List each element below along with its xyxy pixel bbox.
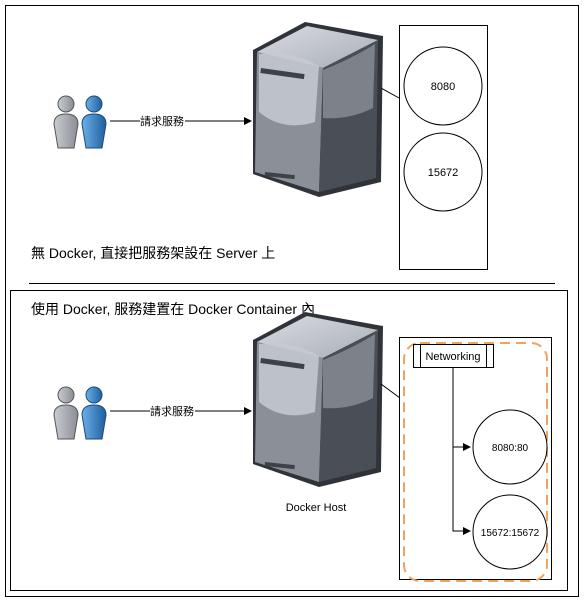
routing-arrow (452, 447, 471, 535)
port-circle (403, 132, 483, 212)
server-icon (253, 22, 383, 197)
users-icon (53, 95, 107, 149)
bottom-section: 使用 Docker, 服務建置在 Docker Container 內 請求服務… (31, 301, 552, 582)
port-circle (403, 46, 483, 126)
top-section: 請求服務 8080 15672 無 Docker, 直接把服務架設在 Serve… (31, 22, 488, 270)
docker-host-server-icon (253, 312, 383, 487)
port-mapping-label: 15672:15672 (481, 528, 540, 539)
request-label-bg (150, 403, 195, 419)
port-mapping-label: 8080:80 (492, 443, 529, 454)
server-connector-line (380, 87, 400, 99)
request-label-bg (140, 113, 185, 129)
request-label: 請求服務 (150, 404, 194, 418)
container-port-circle (472, 409, 548, 485)
container-port-circle (472, 494, 548, 570)
networking-box (413, 344, 494, 368)
bottom-heading: 使用 Docker, 服務建置在 Docker Container 內 (31, 301, 315, 317)
docker-container-boundary (403, 342, 548, 582)
outer-frame (5, 5, 579, 597)
users-icon (53, 386, 107, 440)
request-label: 請求服務 (140, 114, 184, 128)
networking-label: Networking (425, 351, 480, 363)
server-connector-line (380, 383, 401, 399)
port-label: 15672 (428, 167, 459, 179)
port-label: 8080 (431, 81, 455, 93)
top-caption: 無 Docker, 直接把服務架設在 Server 上 (31, 245, 275, 261)
bottom-section-frame (10, 290, 568, 591)
docker-host-label: Docker Host (286, 502, 347, 514)
